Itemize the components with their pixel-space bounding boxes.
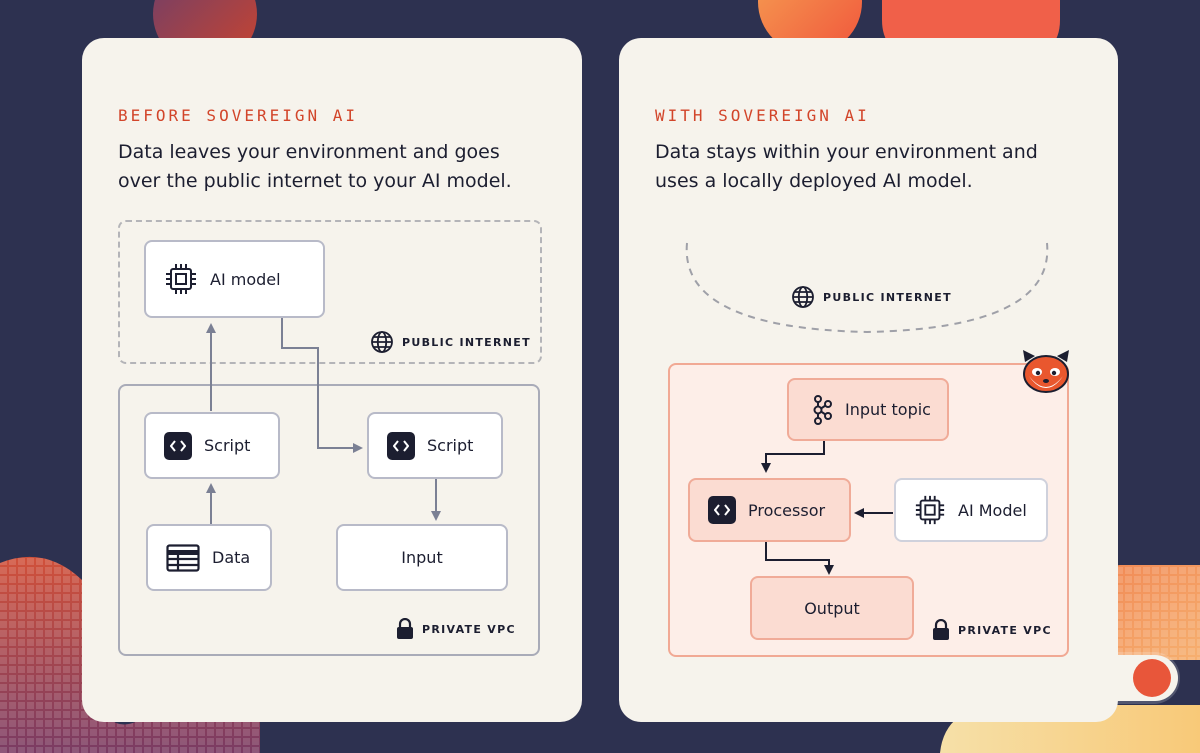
public-internet-text: PUBLIC INTERNET <box>402 335 531 349</box>
code-brackets-icon <box>708 496 736 524</box>
before-connectors <box>206 318 441 524</box>
private-vpc-label: PRIVATE VPC <box>396 618 516 640</box>
lock-icon <box>396 618 414 640</box>
cpu-chip-icon <box>914 494 946 526</box>
code-brackets-icon <box>387 431 415 460</box>
globe-icon <box>791 285 815 309</box>
arrow-input-topic-to-processor <box>761 440 825 473</box>
with-card-description: Data stays within your environment and u… <box>655 141 1038 192</box>
arrow-processor-to-output <box>765 541 834 575</box>
input-topic-node: Input topic <box>787 378 949 441</box>
input-topic-label: Input topic <box>845 400 931 419</box>
output-node: Output <box>750 576 914 640</box>
script-right-label: Script <box>427 436 474 455</box>
arrow-ai-model-to-script <box>281 318 363 453</box>
public-internet-zone <box>118 220 542 364</box>
ai-model-node: AI model <box>144 240 325 318</box>
data-label: Data <box>212 548 251 567</box>
red-panda-icon <box>1023 350 1069 393</box>
globe-icon <box>370 330 394 354</box>
code-brackets-icon <box>164 431 192 460</box>
ai-model-label: AI model <box>210 269 281 289</box>
output-label: Output <box>804 598 860 618</box>
ai-model-node-right: AI Model <box>894 478 1048 542</box>
script-node-left: Script <box>144 412 280 479</box>
script-node-right: Script <box>367 412 503 479</box>
with-card-title: WITH SOVEREIGN AI <box>655 106 870 125</box>
processor-label: Processor <box>748 500 826 520</box>
public-internet-label-right: PUBLIC INTERNET <box>791 285 952 309</box>
input-label: Input <box>401 548 443 567</box>
processor-node: Processor <box>688 478 851 542</box>
before-card-title: BEFORE SOVEREIGN AI <box>118 106 359 125</box>
private-vpc-text: PRIVATE VPC <box>422 622 516 636</box>
public-internet-text-right: PUBLIC INTERNET <box>823 290 952 304</box>
cpu-chip-icon <box>164 262 198 296</box>
private-vpc-text-right: PRIVATE VPC <box>958 623 1052 637</box>
with-connectors <box>761 440 893 575</box>
data-node: Data <box>146 524 272 591</box>
input-node: Input <box>336 524 508 591</box>
lock-icon <box>932 619 950 641</box>
public-internet-label: PUBLIC INTERNET <box>370 330 531 354</box>
before-card-description: Data leaves your environment and goes ov… <box>118 141 512 192</box>
table-icon <box>166 543 200 572</box>
public-internet-arc <box>685 242 1049 334</box>
with-sovereign-ai-card: WITH SOVEREIGN AI Data stays within your… <box>619 38 1118 722</box>
ai-model-right-label: AI Model <box>958 500 1027 520</box>
private-vpc-zone <box>118 384 540 656</box>
before-sovereign-ai-card: BEFORE SOVEREIGN AI Data leaves your env… <box>82 38 582 722</box>
kafka-topic-icon <box>811 394 833 425</box>
script-left-label: Script <box>204 436 251 455</box>
private-vpc-label-right: PRIVATE VPC <box>932 619 1052 641</box>
